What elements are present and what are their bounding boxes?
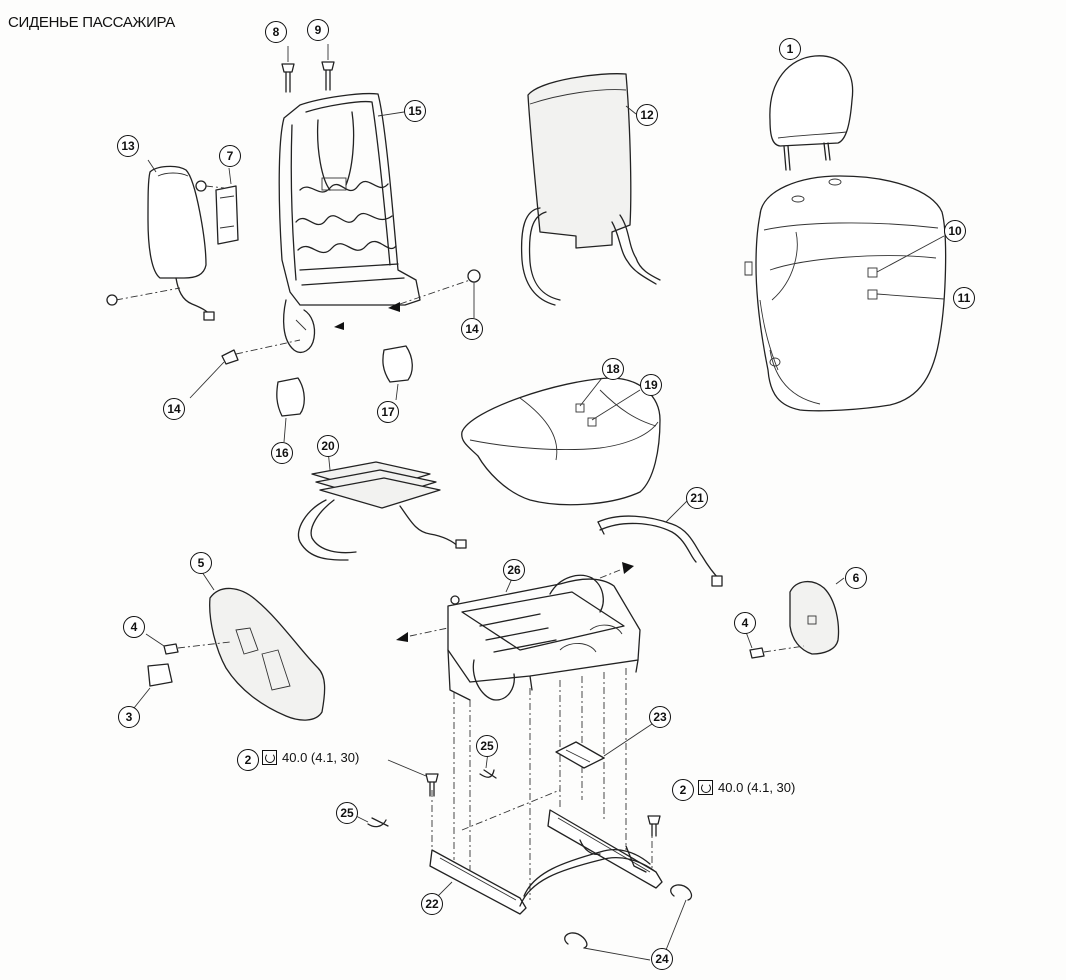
callout-23: 23: [649, 706, 671, 728]
callout-18: 18: [602, 358, 624, 380]
headrest: [769, 55, 854, 171]
callout-12: 12: [636, 104, 658, 126]
callout-17: 17: [377, 401, 399, 423]
callout-6: 6: [845, 567, 867, 589]
slide-bracket: [555, 741, 605, 769]
callout-4: 4: [123, 616, 145, 638]
diagram-title: СИДЕНЬЕ ПАССАЖИРА: [8, 14, 175, 31]
torque-value: 40.0 (4.1, 30): [282, 750, 360, 765]
callout-7: 7: [219, 145, 241, 167]
torque-wrench-icon: [262, 750, 277, 765]
seat-cushion-cover: [461, 377, 661, 506]
callout-3: 3: [118, 706, 140, 728]
torque-spec-right: 40.0 (4.1, 30): [698, 780, 795, 795]
recliner-cover-inner: [276, 377, 305, 417]
callout-9: 9: [307, 19, 329, 41]
callout-19: 19: [640, 374, 662, 396]
callout-2: 2: [237, 749, 259, 771]
seatback-frame: [278, 92, 421, 353]
callout-20: 20: [317, 435, 339, 457]
callout-4: 4: [734, 612, 756, 634]
callout-5: 5: [190, 552, 212, 574]
direction-arrow-icon: [388, 302, 400, 312]
torque-value: 40.0 (4.1, 30): [718, 780, 796, 795]
headrest-guide-8: [281, 63, 295, 93]
seat-harness: [597, 515, 723, 587]
callout-21: 21: [686, 487, 708, 509]
seat-inner-finisher: [789, 581, 840, 655]
direction-arrow-icon: [396, 632, 408, 642]
callout-14: 14: [461, 318, 483, 340]
seat-side-finisher: [209, 587, 326, 721]
callout-11: 11: [953, 287, 975, 309]
seatback-side-panel: [147, 165, 215, 321]
adjust-knob: [147, 663, 173, 687]
callout-2: 2: [672, 779, 694, 801]
callout-25: 25: [336, 802, 358, 824]
seat-slide-rails: [429, 809, 663, 915]
seatback-trim-cover: [744, 175, 947, 412]
side-panel-bracket: [215, 185, 239, 245]
callout-8: 8: [265, 21, 287, 43]
callout-13: 13: [117, 135, 139, 157]
callout-14: 14: [163, 398, 185, 420]
seat-heater-mat: [297, 461, 467, 561]
callout-10: 10: [944, 220, 966, 242]
direction-arrow-icon: [334, 322, 344, 330]
seat-cushion-frame: [447, 574, 641, 701]
callout-24: 24: [651, 948, 673, 970]
callout-25: 25: [476, 735, 498, 757]
torque-wrench-icon: [698, 780, 713, 795]
direction-arrow-icon: [622, 562, 634, 574]
recliner-cover-outer: [382, 345, 413, 383]
callout-15: 15: [404, 100, 426, 122]
headrest-guide-9: [321, 61, 335, 91]
seatback-pad: [520, 73, 661, 306]
callout-16: 16: [271, 442, 293, 464]
callout-1: 1: [779, 38, 801, 60]
callout-26: 26: [503, 559, 525, 581]
torque-spec-left: 40.0 (4.1, 30): [262, 750, 359, 765]
callout-22: 22: [421, 893, 443, 915]
